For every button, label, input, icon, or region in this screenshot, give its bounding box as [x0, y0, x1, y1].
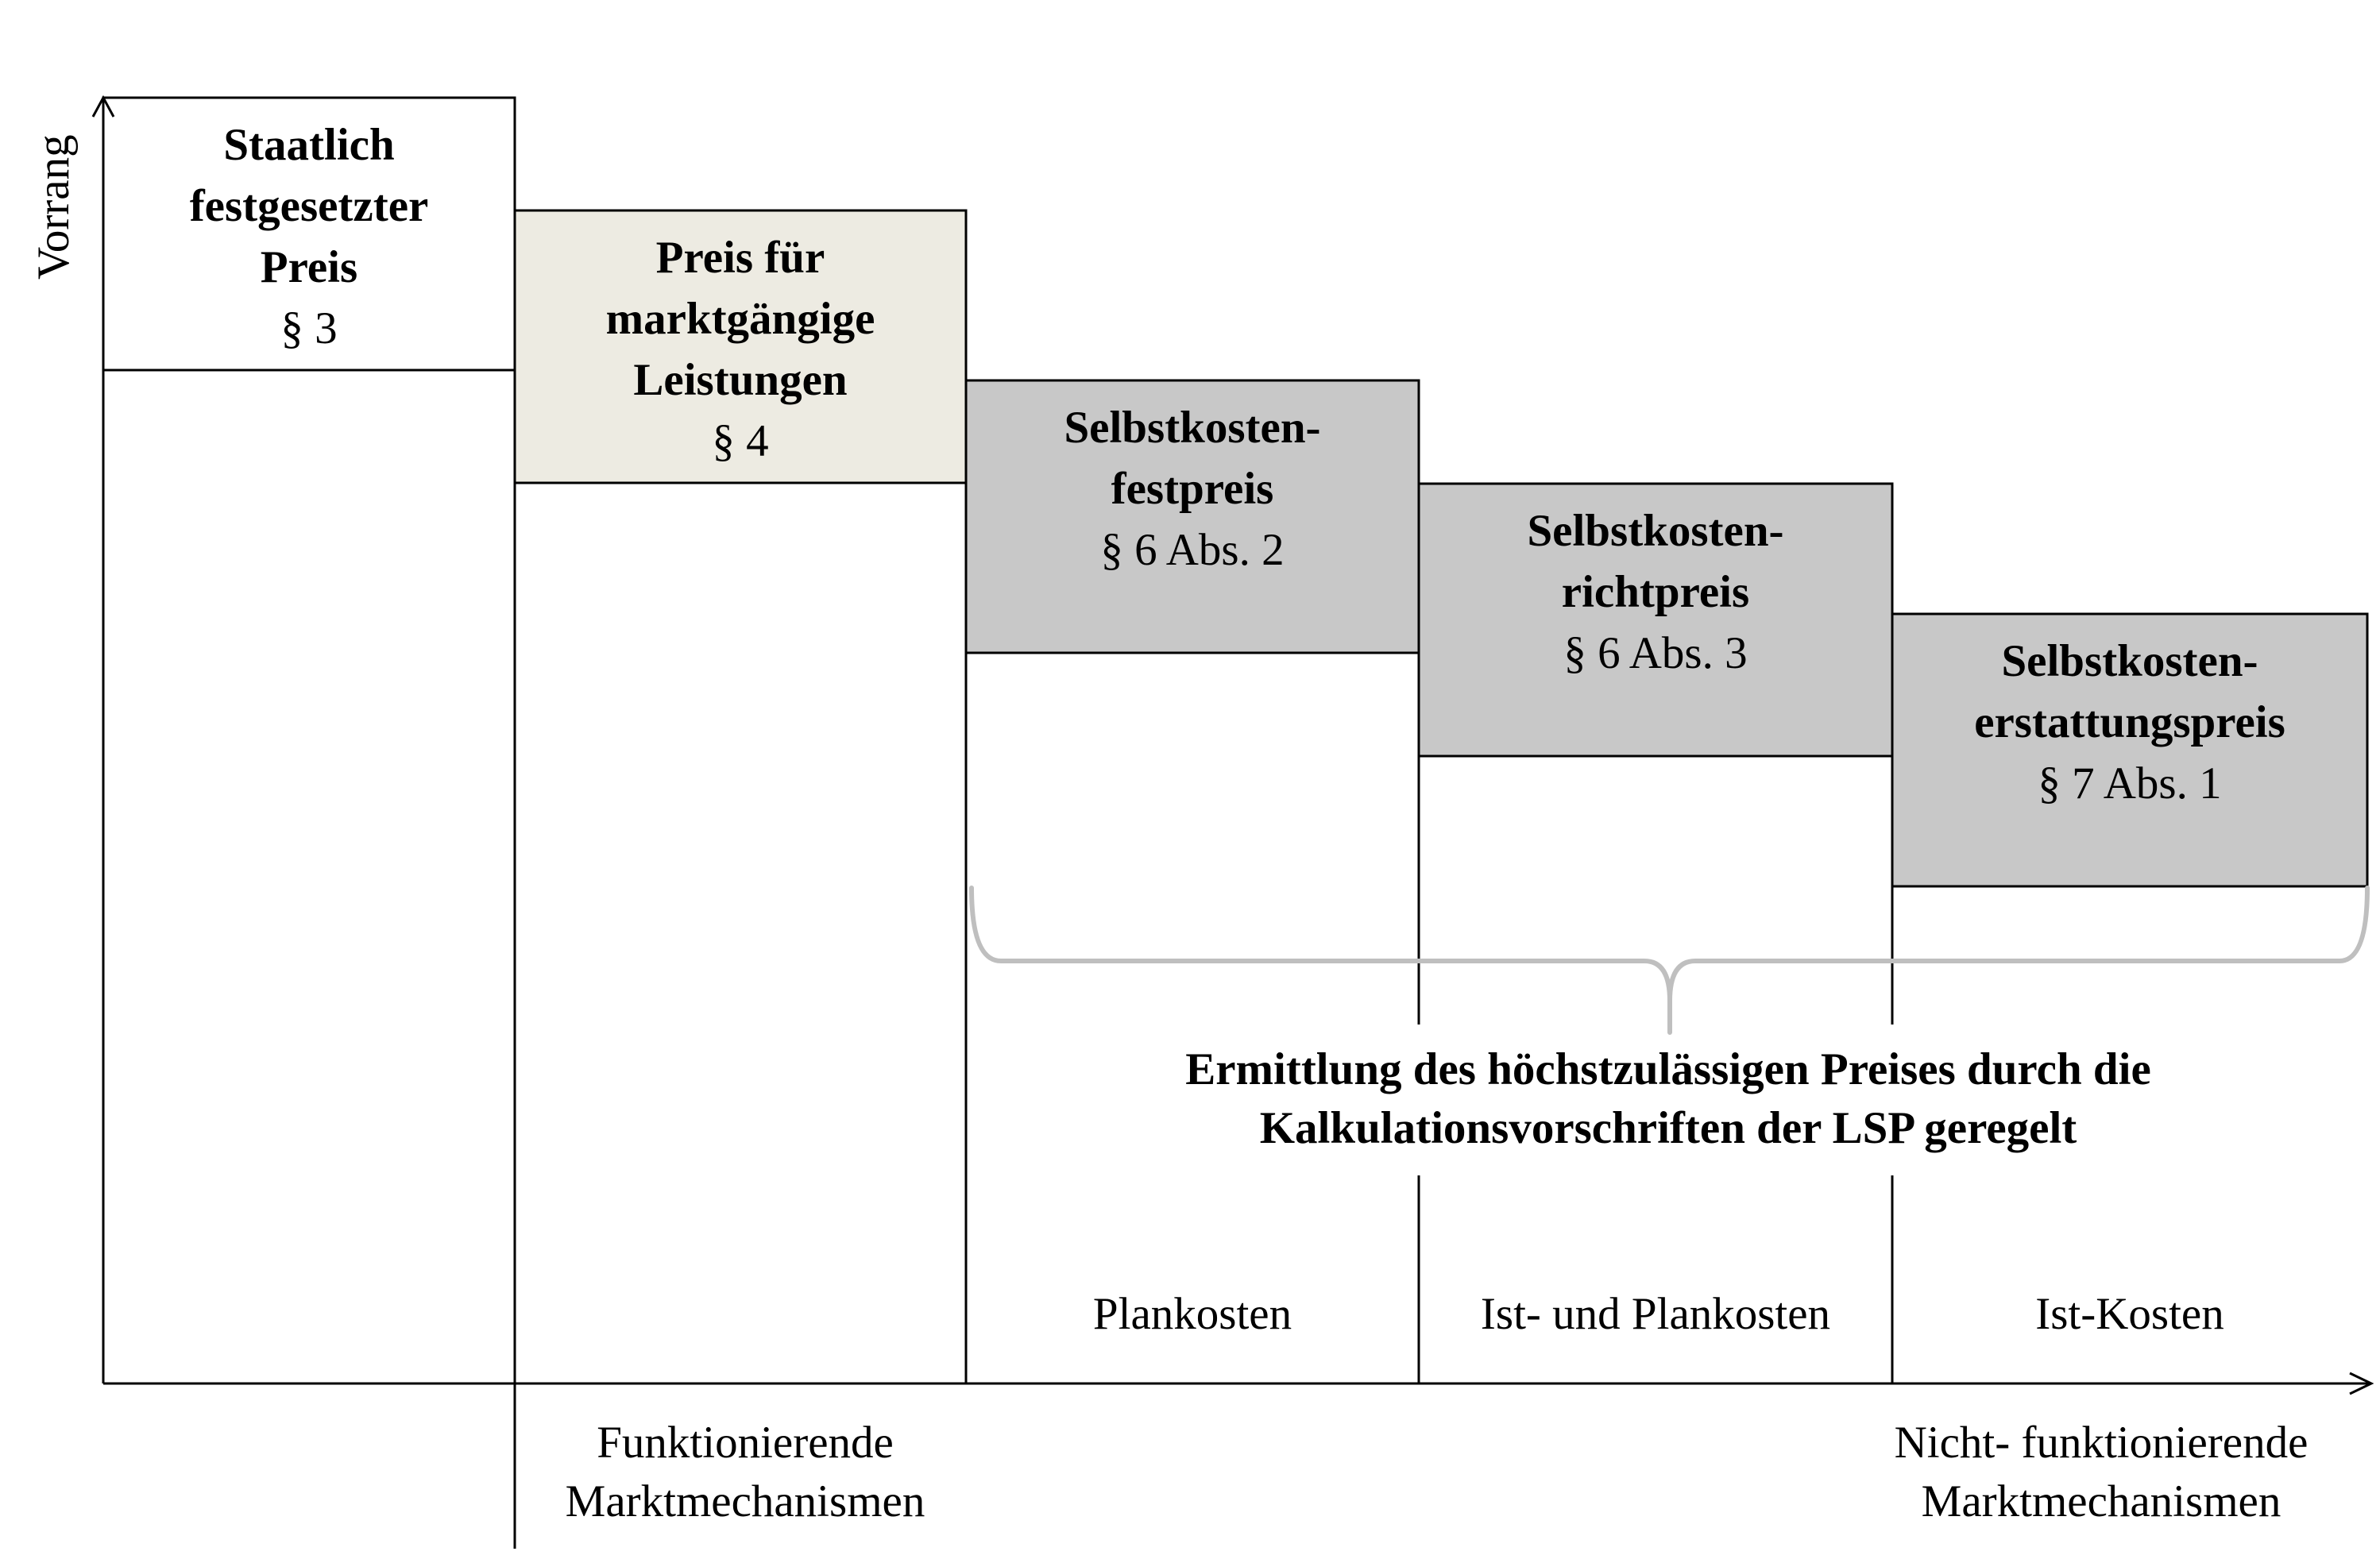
bottom-right-caption-line-1: Nicht- funktionierende — [1894, 1418, 2309, 1468]
box-marktgaengig-title-line-2: marktgängige — [605, 294, 875, 344]
box-marktgaengig — [513, 209, 968, 484]
box-staatlich-title-line-1: Staatlich — [223, 120, 395, 170]
y-axis-label-text: Vorrang — [29, 134, 79, 280]
curly-brace — [969, 886, 2370, 1035]
bottom-right-caption: Nicht- funktionierende Marktmechanismen — [1827, 1414, 2375, 1531]
box-selbstkostenrichtpreis-title: Selbstkosten- richtpreis — [1527, 500, 1783, 623]
box-marktgaengig-title-line-1: Preis für — [655, 233, 825, 283]
box-selbstkostenrichtpreis-text: Selbstkosten- richtpreis § 6 Abs. 3 — [1419, 500, 1892, 684]
bottom-left-caption: Funktionierende Marktmechanismen — [515, 1414, 976, 1531]
x-axis-arrowhead — [2349, 1372, 2374, 1395]
box-marktgaengig-title: Preis für marktgängige Leistungen — [606, 227, 875, 411]
box-selbstkostenerstattungspreis-title-line-1: Selbstkosten- — [2001, 636, 2258, 686]
box-selbstkostenrichtpreis-title-line-2: richtpreis — [1561, 567, 1750, 617]
box-selbstkostenerstattungspreis-title-line-2: erstattungspreis — [1974, 697, 2285, 747]
brace-caption-line-2: Kalkulationsvorschriften der LSP geregel… — [1259, 1103, 2077, 1153]
box-staatlich-paragraph: § 3 — [280, 303, 338, 353]
box-selbstkostenerstattungspreis-text: Selbstkosten- erstattungspreis § 7 Abs. … — [1892, 631, 2367, 814]
y-axis-label: Vorrang — [25, 134, 83, 280]
cost-label-plankosten: Plankosten — [1092, 1289, 1292, 1339]
box-marktgaengig-title-line-3: Leistungen — [633, 355, 848, 405]
brace-caption: Ermittlung des höchstzulässigen Preises … — [1033, 1040, 2304, 1158]
box-marktgaengig-text: Preis für marktgängige Leistungen § 4 — [515, 227, 966, 472]
box-staatlich — [102, 96, 516, 372]
box-selbstkostenfestpreis — [964, 379, 1420, 654]
box-staatlich-text: Staatlich festgesetzter Preis § 3 — [103, 114, 515, 359]
box-selbstkostenfestpreis-paragraph: § 6 Abs. 2 — [1100, 525, 1285, 575]
box-selbstkostenfestpreis-title: Selbstkosten- festpreis — [1064, 397, 1320, 519]
box-selbstkostenfestpreis-title-line-2: festpreis — [1111, 464, 1274, 514]
bottom-left-caption-line-1: Funktionierende — [597, 1418, 894, 1468]
cost-label-ist-kosten: Ist-Kosten — [2035, 1289, 2224, 1339]
box-staatlich-title-line-2: festgesetzter — [189, 181, 429, 231]
box-staatlich-title-line-3: Preis — [260, 242, 358, 292]
box-selbstkostenfestpreis-title-line-1: Selbstkosten- — [1064, 403, 1321, 453]
cost-label-ist-und-plankosten: Ist- und Plankosten — [1480, 1289, 1831, 1339]
box-selbstkostenfestpreis-text: Selbstkosten- festpreis § 6 Abs. 2 — [966, 397, 1419, 581]
y-axis-arrowhead — [91, 95, 115, 118]
box-staatlich-title: Staatlich festgesetzter Preis — [190, 114, 429, 298]
box-selbstkostenrichtpreis-paragraph: § 6 Abs. 3 — [1563, 628, 1748, 678]
box-selbstkostenerstattungspreis-paragraph: § 7 Abs. 1 — [2038, 758, 2222, 808]
bottom-left-caption-line-2: Marktmechanismen — [565, 1476, 925, 1526]
box-selbstkostenrichtpreis-title-line-1: Selbstkosten- — [1527, 506, 1784, 556]
brace-caption-line-1: Ermittlung des höchstzulässigen Preises … — [1185, 1044, 2151, 1094]
box-marktgaengig-paragraph: § 4 — [712, 416, 769, 466]
bottom-right-caption-line-2: Marktmechanismen — [1921, 1476, 2281, 1526]
box-selbstkostenerstattungspreis-title: Selbstkosten- erstattungspreis — [1974, 631, 2285, 753]
box-selbstkostenrichtpreis — [1417, 482, 1894, 758]
box-selbstkostenerstattungspreis — [1891, 612, 2369, 888]
